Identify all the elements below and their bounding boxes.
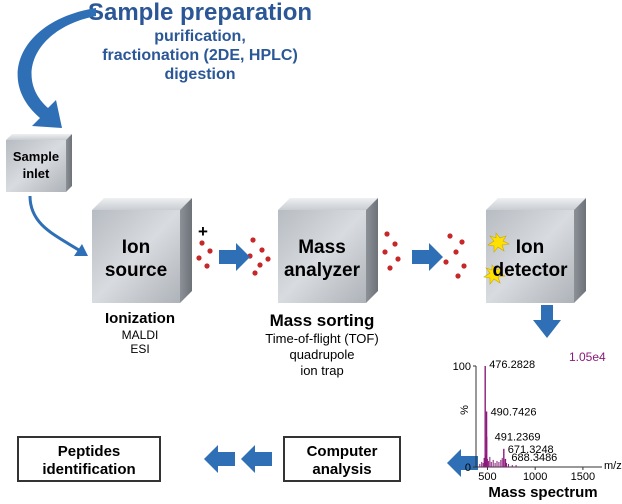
spectrum-intensity-label: 1.05e4: [569, 350, 606, 364]
ionization-method-esi: ESI: [130, 342, 150, 356]
charge-plus-symbol: +: [198, 222, 208, 241]
arrow-computer-to-peptides-2: [204, 445, 235, 473]
analyzer-method-tof: Time-of-flight (TOF): [265, 331, 379, 346]
prep-step-purification: purification,: [154, 28, 246, 45]
arrow-analyzer-to-detector: [412, 243, 443, 271]
computer-analysis-box: Computer analysis: [283, 436, 401, 482]
ion-source-label: Ion source: [92, 236, 180, 282]
computer-line1: Computer: [306, 443, 378, 460]
computer-line2: analysis: [312, 461, 372, 478]
arrow-computer-to-peptides: [241, 445, 272, 473]
mass-sorting-caption: Mass sorting: [269, 311, 375, 330]
x-tick-label: 1000: [523, 471, 547, 483]
inlet-connector-line: [28, 195, 83, 254]
y-tick-label: 100: [453, 361, 471, 373]
ion-source-line2: source: [104, 260, 168, 281]
inlet-connector-arrowhead: [74, 244, 88, 256]
spectrum-y-label: %: [458, 405, 471, 415]
peptides-line2: identification: [42, 461, 136, 478]
ion-detector-line2: detector: [492, 260, 568, 281]
peak-label: 491.2369: [495, 432, 541, 444]
mass-sorting-caption-block: Mass sorting Time-of-flight (TOF) quadru…: [252, 311, 392, 379]
spectrum-title: Mass spectrum: [488, 484, 598, 501]
ion-source-line1: Ion: [121, 237, 151, 258]
curved-arrow-to-inlet: [17, 8, 96, 128]
x-tick-label: 500: [478, 471, 496, 483]
ionization-caption: Ionization: [105, 310, 175, 327]
ionization-method-maldi: MALDI: [121, 328, 159, 342]
spectrum-x-label: m/z: [604, 460, 622, 472]
ion-source-cube: [92, 198, 192, 303]
mass-analyzer-line1: Mass: [298, 237, 346, 258]
mass-analyzer-cube: [278, 198, 378, 303]
arrow-detector-to-spectrum: [533, 305, 561, 338]
peak-label: 671.3248: [508, 444, 554, 456]
peptides-identification-box: Peptides identification: [17, 436, 161, 482]
ion-dots-2: [382, 231, 467, 279]
ion-detector-cube: [486, 198, 586, 303]
mass-spectrum-chart: 500 1000 1500 0 100 476.2828 490.7426 491.2369…: [453, 359, 602, 483]
sample-inlet-cube: [6, 134, 72, 192]
ion-detector-line1: Ion: [515, 237, 545, 258]
mass-analyzer-label: Mass analyzer: [278, 236, 366, 282]
arrow-source-to-analyzer: [219, 243, 250, 271]
prep-step-digestion: digestion: [164, 66, 236, 83]
x-tick-label: 1500: [571, 471, 595, 483]
sample-inlet-line1: Sample: [12, 149, 60, 164]
peak-label: 490.7426: [491, 406, 537, 418]
arrow-spectrum-to-computer: [447, 449, 478, 477]
detector-spark-icon: [483, 264, 506, 285]
detector-spark-icon: [487, 232, 510, 253]
analyzer-method-ion-trap: ion trap: [300, 363, 344, 378]
ion-dots-1: [196, 237, 271, 276]
analyzer-method-quadrupole: quadrupole: [289, 347, 355, 362]
peptides-line1: Peptides: [57, 443, 121, 460]
peak-label: 688.3486: [511, 452, 557, 464]
diagram-title: Sample preparation: [87, 0, 313, 26]
sample-inlet-line2: inlet: [22, 166, 50, 181]
prep-step-fractionation: fractionation (2DE, HPLC): [102, 47, 298, 64]
y-tick-label: 0: [465, 462, 471, 474]
ion-detector-label: Ion detector: [486, 236, 574, 282]
mass-analyzer-line2: analyzer: [283, 260, 361, 281]
sample-inlet-label: Sample inlet: [6, 148, 66, 182]
peak-label: 476.2828: [489, 359, 535, 371]
ionization-caption-block: Ionization MALDI ESI: [90, 310, 190, 356]
